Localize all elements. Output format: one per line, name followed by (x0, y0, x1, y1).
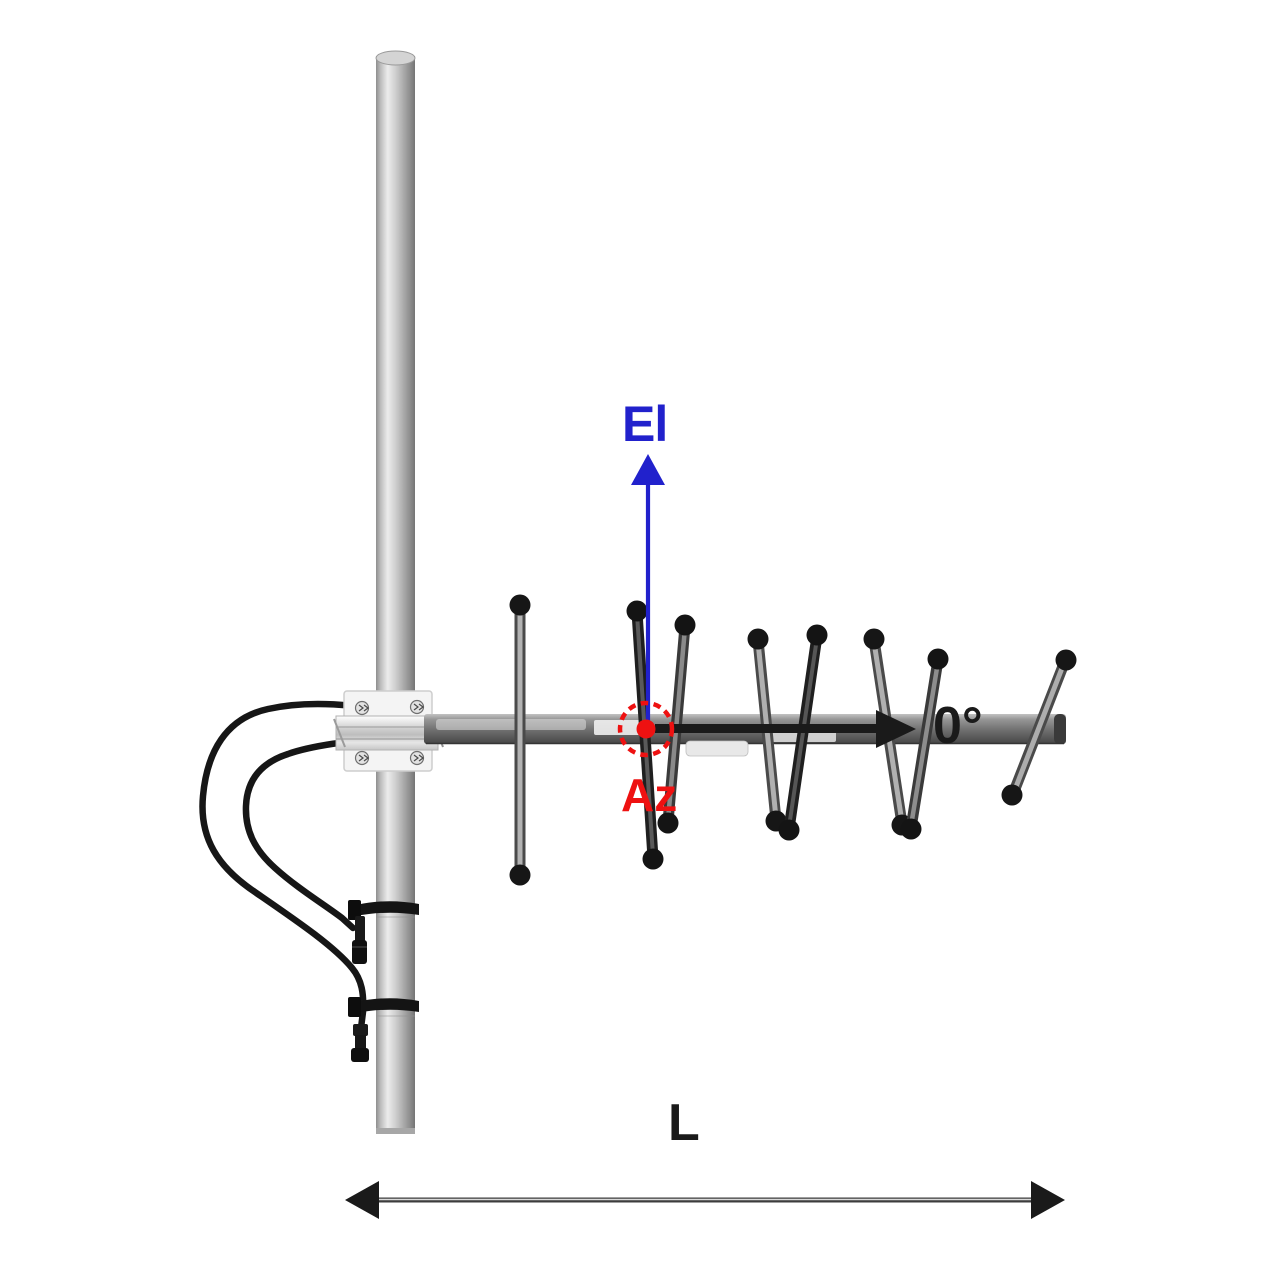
bracket-screw (409, 699, 425, 715)
zip-tie-upper (348, 900, 419, 920)
connector-tip (351, 1048, 369, 1062)
coax-cable-inner (242, 732, 402, 932)
mast-body (376, 56, 415, 1134)
mast-bottom-rim (376, 1128, 415, 1134)
element-end-cap (509, 864, 531, 886)
clamp-edge (333, 718, 346, 748)
element-end-cap (657, 812, 679, 834)
connector-stem (355, 916, 365, 942)
boom-highlight (436, 719, 586, 730)
bracket-screws (354, 699, 425, 766)
elevation-axis-label: El (622, 396, 668, 452)
bracket-screw (409, 750, 425, 766)
boom-length-label: L (668, 1094, 700, 1152)
right-arrow-icon (876, 710, 916, 748)
element-end-cap (747, 628, 769, 650)
bracket-clamp (335, 715, 439, 751)
mast-pole (375, 50, 416, 1134)
element-end-cap (1001, 784, 1023, 806)
antenna-element-8 (1001, 649, 1077, 806)
boom-end-cap (1054, 714, 1066, 744)
azimuth-center-dot (636, 719, 656, 739)
connector-collar (353, 1024, 368, 1036)
antenna-element-7 (900, 648, 949, 840)
boresight-arrow (655, 710, 916, 748)
cable-connector-lower (351, 1024, 369, 1062)
azimuth-dashed-circle (617, 700, 675, 758)
element-end-cap (642, 848, 664, 870)
boresight-angle-label: 0° (933, 697, 983, 755)
element-end-cap (626, 600, 648, 622)
coax-cables (199, 700, 402, 1032)
element-end-cap (778, 819, 800, 841)
element-end-cap (863, 628, 885, 650)
element-end-cap (1055, 649, 1077, 671)
length-dimension-arrow (345, 1181, 1065, 1219)
element-end-cap (900, 818, 922, 840)
elevation-axis-arrow (631, 454, 665, 728)
zip-tie-band (356, 901, 419, 916)
mast-top-cap (375, 50, 416, 66)
cable-connector-upper (352, 916, 367, 964)
zip-tie-buckle (348, 900, 361, 920)
azimuth-marker (617, 700, 675, 758)
azimuth-axis-label: Az (621, 769, 678, 821)
element-end-cap (674, 614, 696, 636)
left-arrow-icon (345, 1181, 379, 1219)
right-arrow-icon (1031, 1181, 1065, 1219)
element-end-cap (509, 594, 531, 616)
coax-cable-outer (199, 700, 402, 1032)
zip-tie-buckle (348, 997, 361, 1017)
zip-tie-lower (348, 997, 419, 1017)
element-mount-plate (685, 740, 749, 757)
bracket-screw (354, 700, 370, 716)
up-arrow-icon (631, 454, 665, 485)
element-end-cap (927, 648, 949, 670)
bracket-screw (354, 750, 370, 766)
connector-tip (352, 940, 367, 964)
antenna-element-1 (509, 594, 531, 886)
element-end-cap (806, 624, 828, 646)
connector-stem (355, 1035, 366, 1049)
zip-tie-band (356, 998, 419, 1013)
